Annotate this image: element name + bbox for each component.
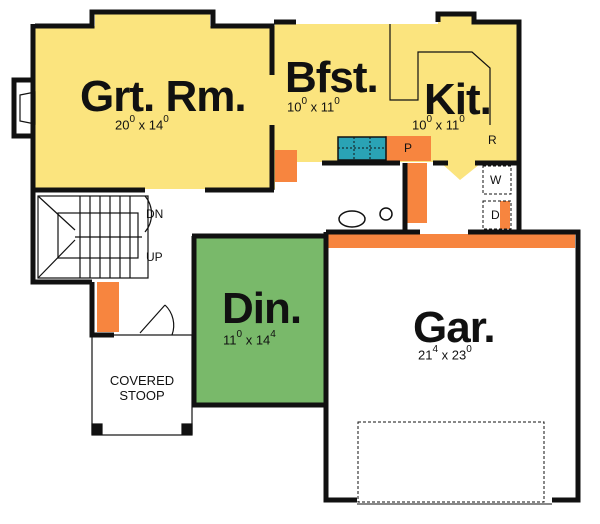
dryer-label: D — [491, 208, 500, 222]
stair-up-label: UP — [146, 250, 163, 264]
covered-stoop — [91, 304, 193, 436]
pantry-label: P — [404, 141, 413, 155]
garage-dimensions: 214 x 230 — [418, 344, 472, 363]
stairs — [37, 195, 153, 279]
great-room-dimensions: 200 x 140 — [115, 114, 169, 133]
breakfast-dimensions: 100 x 110 — [287, 96, 340, 115]
washer-label: W — [490, 173, 502, 187]
dining-label: Din. — [222, 284, 302, 333]
garage-label: Gar. — [413, 303, 496, 352]
great-room-area — [35, 12, 275, 189]
walls — [11, 9, 581, 503]
breakfast-label: Bfst. — [285, 53, 379, 102]
kitchen-dimensions: 100 x 110 — [412, 114, 465, 133]
refrigerator-label: R — [488, 133, 497, 147]
stair-down-label: DN — [146, 207, 164, 221]
kitchen-label: Kit. — [424, 75, 492, 124]
garage-door-outline — [357, 421, 545, 503]
dining-dimensions: 110 x 144 — [223, 329, 276, 348]
pantry-box — [385, 136, 431, 161]
dining-area — [196, 236, 326, 404]
great-room-label: Grt. Rm. — [80, 72, 247, 121]
